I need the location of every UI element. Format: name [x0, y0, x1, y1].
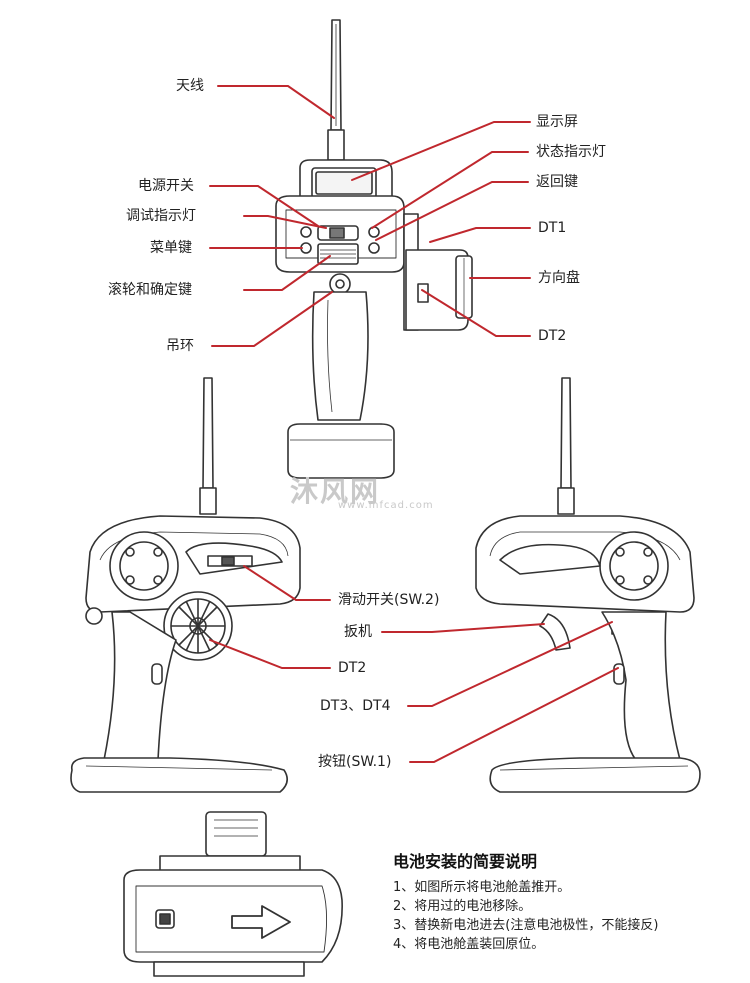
watermark-site: www.mfcad.com — [338, 500, 434, 511]
leader-dt2-top — [421, 289, 531, 337]
label-button-sw1: 按钮(SW.1) — [318, 754, 392, 770]
label-status-led: 状态指示灯 — [536, 144, 606, 160]
watermark: 沐风网 www.mfcad.com — [290, 470, 470, 511]
leader-return-key — [375, 181, 529, 241]
leader-display — [351, 121, 531, 181]
leader-antenna — [217, 85, 335, 119]
leader-lanyard — [211, 291, 333, 347]
instruction-step-3: 3、替换新电池进去(注意电池极性，不能接反) — [393, 918, 659, 933]
front-view-transmitter — [275, 19, 473, 479]
label-lanyard: 吊环 — [166, 338, 194, 354]
instruction-step-4: 4、将电池舱盖装回原位。 — [393, 937, 545, 952]
bottom-view-battery-compartment — [123, 811, 343, 977]
leader-lines — [209, 85, 619, 763]
leader-dt2-side — [209, 639, 331, 669]
label-slide-switch: 滑动开关(SW.2) — [338, 592, 440, 608]
label-antenna: 天线 — [176, 78, 204, 94]
leader-slide-switch — [243, 565, 331, 601]
leader-power-switch — [209, 185, 319, 227]
instructions-title: 电池安装的简要说明 — [393, 852, 538, 871]
leader-dt3-dt4 — [407, 621, 613, 707]
right-side-view-transmitter — [475, 377, 701, 793]
label-dt2-side: DT2 — [338, 660, 367, 676]
label-dt2-top: DT2 — [538, 328, 567, 344]
instruction-step-1: 1、如图所示将电池舱盖推开。 — [393, 880, 571, 895]
label-steering-wheel: 方向盘 — [538, 270, 580, 286]
left-side-view-transmitter — [70, 377, 301, 793]
label-dt3-dt4: DT3、DT4 — [320, 698, 391, 714]
leader-scroll-confirm — [243, 255, 331, 291]
label-dt1: DT1 — [538, 220, 567, 236]
label-display: 显示屏 — [536, 114, 578, 130]
label-trigger: 扳机 — [344, 624, 372, 640]
label-debug-led: 调试指示灯 — [126, 208, 196, 224]
leader-status-led — [371, 151, 529, 229]
leader-trigger — [381, 623, 545, 633]
instruction-step-2: 2、将用过的电池移除。 — [393, 899, 532, 914]
label-power-switch: 电源开关 — [138, 178, 194, 194]
watermark-logo-text: 沐风网 — [290, 475, 381, 508]
leader-button-sw1 — [409, 667, 619, 763]
label-menu-key: 菜单键 — [150, 240, 192, 256]
battery-instructions: 电池安装的简要说明 1、如图所示将电池舱盖推开。 2、将用过的电池移除。 3、替… — [393, 848, 733, 954]
label-scroll-confirm: 滚轮和确定键 — [108, 282, 192, 298]
leader-debug-led — [243, 215, 327, 229]
label-return-key: 返回键 — [536, 174, 578, 190]
leader-dt1 — [429, 227, 531, 243]
